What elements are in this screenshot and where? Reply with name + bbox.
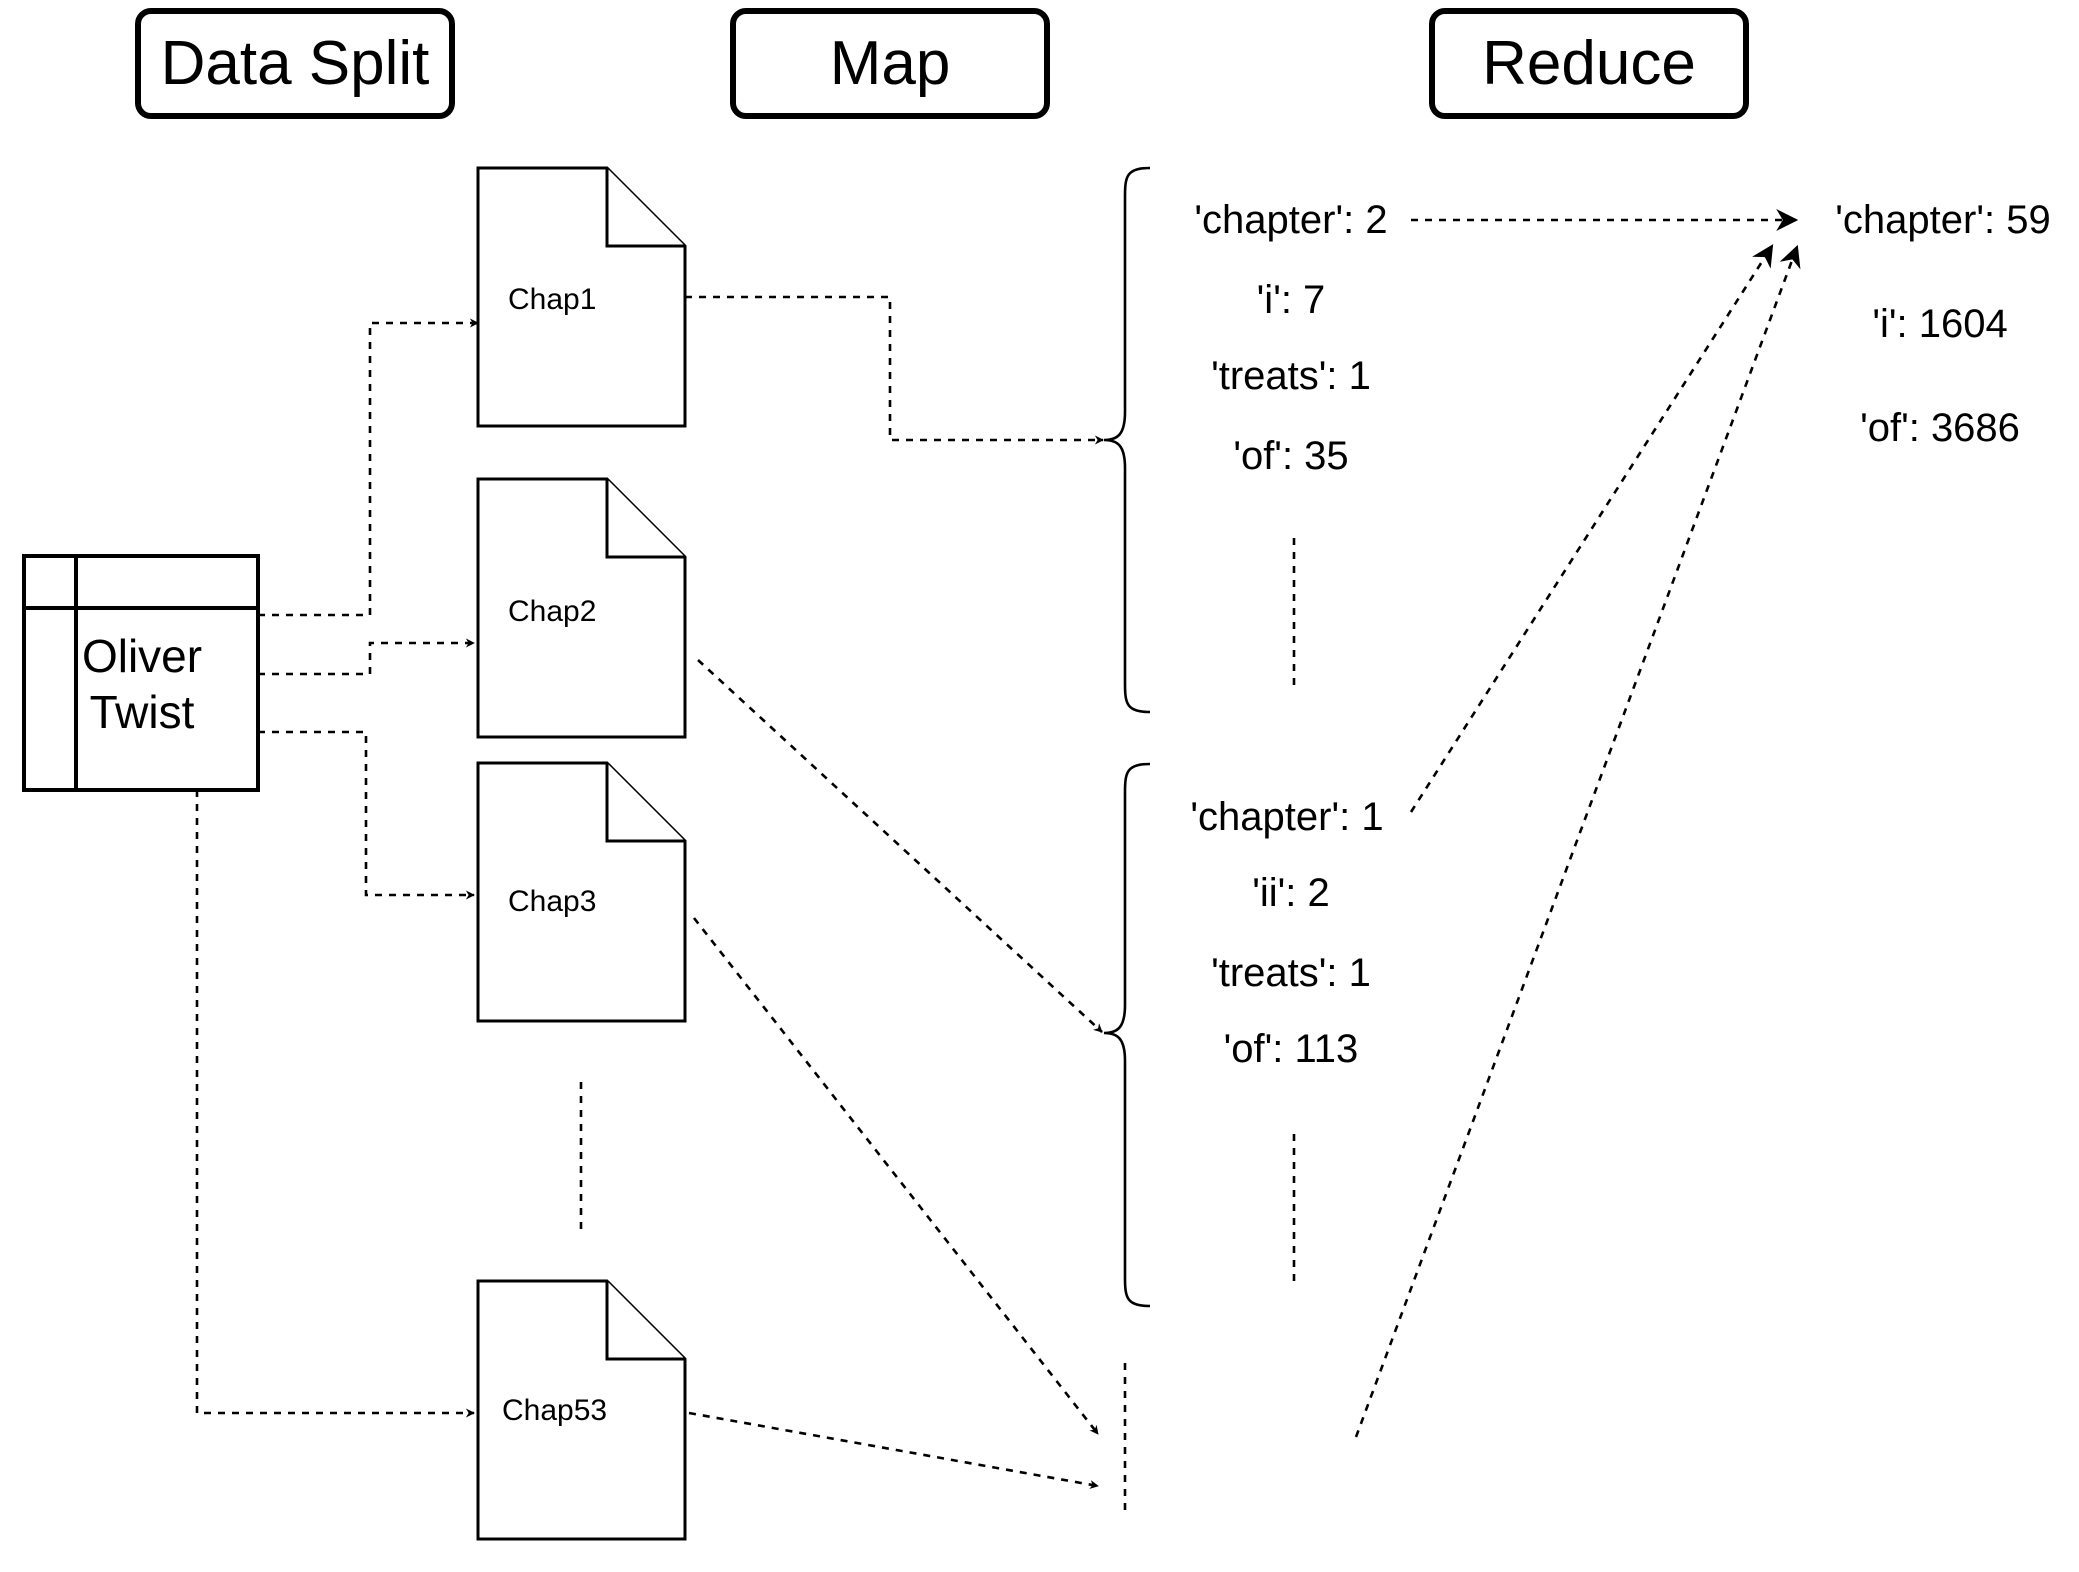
arrow-split-chap3 (258, 730, 475, 900)
header-reduce-label: Reduce (1482, 29, 1696, 98)
map-output-1-item: 'chapter': 2 (1194, 198, 1387, 242)
document-chap53: Chap53 (476, 1279, 687, 1541)
source-table: Oliver Twist (22, 554, 260, 792)
arrow-reduce-output-2 (1409, 244, 1774, 813)
document-chap3: Chap3 (476, 761, 687, 1023)
document-chap1: Chap1 (476, 166, 687, 428)
header-data-split: Data Split (135, 8, 455, 119)
map-output-2-item: 'chapter': 1 (1190, 795, 1383, 839)
map-output-1: 'chapter': 2 'i': 7 'treats': 1 'of': 35 (1194, 198, 1388, 688)
header-map: Map (730, 8, 1050, 119)
reduce-output-item: 'of': 3686 (1860, 406, 2020, 450)
arrow-split-chap53 (195, 790, 475, 1418)
arrow-map-chap53 (688, 1411, 1099, 1490)
document-chap1-label: Chap1 (508, 283, 596, 316)
arrow-map-chap1 (685, 295, 1104, 445)
arrow-map-chap3 (692, 917, 1100, 1435)
source-title-line2: Twist (90, 686, 195, 738)
brace-map-output-1 (1103, 166, 1151, 714)
map-output-1-item: 'i': 7 (1257, 278, 1326, 322)
map-output-2-item: 'of': 113 (1224, 1027, 1359, 1071)
map-output-2-item: 'ii': 2 (1252, 871, 1330, 915)
arrow-reduce-more (1354, 244, 1801, 1438)
source-title-line1: Oliver (82, 630, 202, 682)
reduce-output-item: 'i': 1604 (1872, 302, 2007, 346)
map-output-1-item: 'treats': 1 (1211, 354, 1371, 398)
document-chap2: Chap2 (476, 477, 687, 739)
document-chap3-label: Chap3 (508, 885, 596, 918)
arrow-split-chap1 (258, 318, 479, 617)
brace-map-output-2 (1103, 762, 1151, 1308)
header-data-split-label: Data Split (161, 29, 430, 98)
map-output-2-item: 'treats': 1 (1211, 951, 1371, 995)
document-chap53-label: Chap53 (502, 1394, 607, 1427)
map-output-1-item: 'of': 35 (1233, 434, 1348, 478)
map-output-2: 'chapter': 1 'ii': 2 'treats': 1 'of': 1… (1190, 795, 1384, 1284)
header-reduce: Reduce (1429, 8, 1749, 119)
header-map-label: Map (830, 29, 951, 98)
document-chap2-label: Chap2 (508, 595, 596, 628)
arrow-map-chap2 (697, 659, 1103, 1033)
arrow-split-chap2 (258, 638, 475, 676)
reduce-output: 'chapter': 59 'i': 1604 'of': 3686 (1835, 198, 2050, 450)
reduce-output-item: 'chapter': 59 (1835, 198, 2050, 242)
